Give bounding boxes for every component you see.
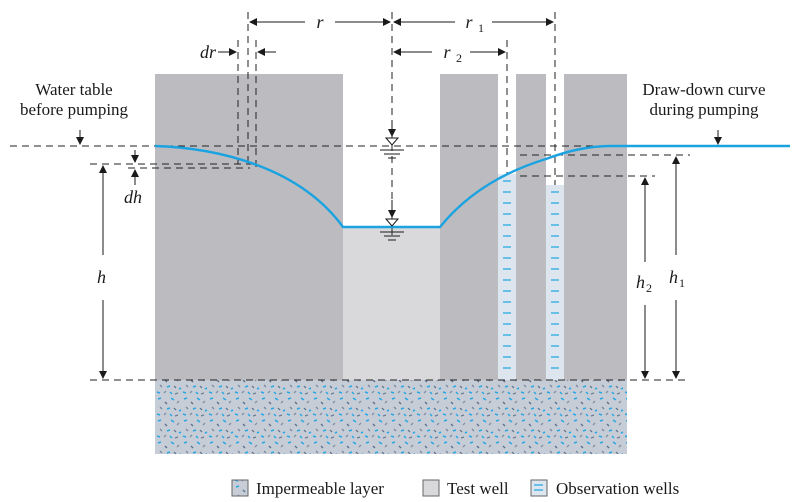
- dh-label: dh: [124, 187, 142, 207]
- h-label: h: [97, 267, 106, 287]
- legend-observation-swatch: [530, 479, 548, 497]
- r2-subscript: 2: [456, 51, 462, 65]
- observation-well-1: [498, 174, 516, 380]
- water-symbol-bottom: [384, 218, 400, 227]
- legend-test-well-label: Test well: [447, 479, 509, 498]
- h1-subscript: 1: [679, 276, 685, 290]
- dr-label: dr: [200, 42, 217, 62]
- soil-layer: [155, 74, 627, 380]
- r2-label: r: [443, 42, 451, 62]
- drawdown-label-1: Draw-down curve: [642, 80, 765, 99]
- water-table-label-1: Water table: [35, 80, 112, 99]
- h2-label: h: [636, 272, 645, 292]
- r1-subscript: 1: [478, 21, 484, 35]
- r-label: r: [316, 12, 324, 32]
- h1-label: h: [669, 267, 678, 287]
- legend-impermeable-label: Impermeable layer: [256, 479, 384, 498]
- soil-block-left: [155, 74, 343, 380]
- water-level-symbols: [380, 137, 404, 241]
- soil-block-right: [564, 74, 627, 380]
- water-symbol-top: [384, 137, 400, 146]
- legend-test-well-swatch: [422, 479, 440, 497]
- drawdown-label-2: during pumping: [649, 100, 759, 119]
- test-well: [343, 227, 440, 380]
- legend: Impermeable layer Test well Observation …: [231, 479, 679, 498]
- soil-block-mid: [440, 74, 498, 380]
- water-table-label-2: before pumping: [20, 100, 129, 119]
- soil-block-narrow: [516, 74, 546, 380]
- observation-well-2: [546, 185, 564, 380]
- impermeable-layer: [155, 380, 627, 454]
- r1-label: r: [465, 12, 473, 32]
- dimension-arrows: [76, 18, 722, 379]
- observation-well-1-marks: [503, 180, 511, 369]
- legend-impermeable-swatch: [231, 479, 249, 497]
- observation-wells: [498, 174, 564, 380]
- observation-well-2-marks: [551, 191, 559, 369]
- drawdown-curve: [154, 144, 790, 229]
- h2-subscript: 2: [646, 281, 652, 295]
- legend-observation-label: Observation wells: [556, 479, 679, 498]
- labels: Water table before pumping Draw-down cur…: [20, 12, 766, 295]
